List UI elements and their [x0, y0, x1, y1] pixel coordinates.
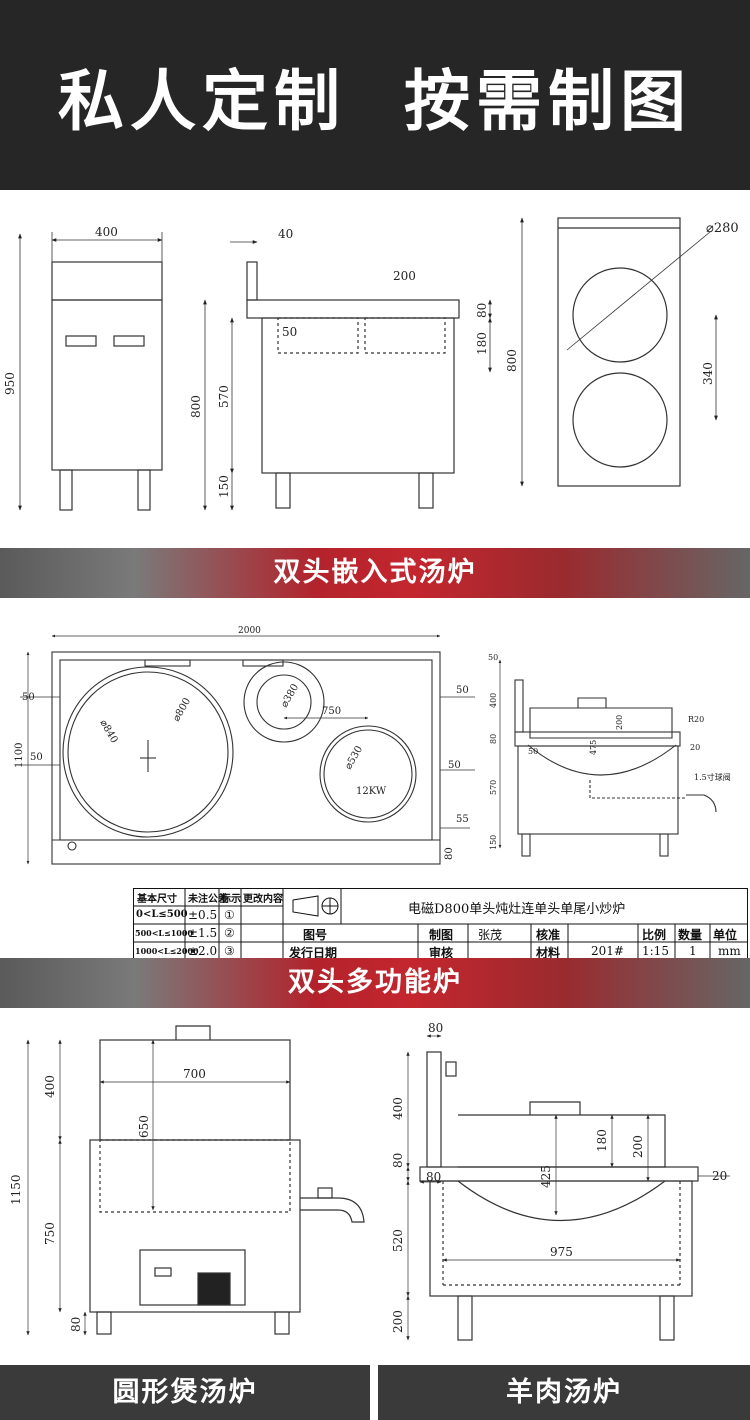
tbl-drawing-title: 电磁D800单头炖灶连单头单尾小炒炉 — [408, 902, 626, 917]
tbl-unit-label: 单位 — [713, 928, 738, 942]
dim-80: 80 — [475, 303, 489, 318]
mutton-dim-425: 425 — [539, 1165, 553, 1188]
mutton-dim-200: 200 — [391, 1310, 405, 1333]
dim-55: 55 — [456, 814, 469, 825]
tbl-r3-tol: ±2.0 — [188, 944, 218, 958]
dim-80-plan: 80 — [444, 847, 455, 860]
section2-drawings: 2000 1100 50 50 50 50 55 80 750 ⌀840 ⌀80… — [14, 626, 731, 865]
tbl-material-label: 材料 — [536, 946, 561, 960]
side-dim-20: 20 — [690, 743, 700, 752]
dim-800-top: 800 — [505, 349, 519, 372]
tbl-qty: 1 — [689, 944, 697, 958]
tbl-review-label: 审核 — [429, 946, 454, 960]
dim-200: 200 — [393, 269, 416, 283]
mutton-dim-80: 80 — [391, 1153, 405, 1168]
tbl-h-change: 更改内容 — [243, 894, 283, 905]
tbl-r3-mark: ③ — [224, 944, 235, 958]
tbl-qty-label: 数量 — [678, 928, 703, 942]
tbl-r2-tol: ±1.5 — [188, 926, 218, 940]
dim-50-b: 50 — [30, 752, 43, 763]
tbl-r1-size: 0<L≤500 — [136, 909, 188, 920]
dim-800-circle: ⌀800 — [171, 696, 193, 723]
tbl-h-tol: 未注公差 — [188, 894, 228, 905]
tbl-h-basic: 基本尺寸 — [137, 894, 177, 905]
mutton-dim-400: 400 — [391, 1097, 405, 1120]
dim-280: ⌀280 — [706, 221, 739, 236]
dim-950: 950 — [3, 372, 17, 395]
mutton-dim-80-top: 80 — [428, 1021, 443, 1035]
tbl-check-label: 核准 — [536, 928, 561, 942]
round-dim-700: 700 — [183, 1067, 206, 1081]
dim-150: 150 — [217, 475, 231, 498]
title-block: 基本尺寸 未注公差 标示 更改内容 0<L≤500 ±0.5 ① 500<L≤1… — [133, 888, 748, 960]
side-dim-r20: R20 — [688, 715, 704, 724]
dim-400: 400 — [95, 225, 118, 239]
tbl-draw-label: 制图 — [429, 928, 454, 942]
round-dim-650: 650 — [137, 1115, 151, 1138]
tbl-r3-size: 1000<L≤2000 — [135, 946, 199, 956]
dim-840: ⌀840 — [97, 718, 119, 745]
mutton-dim-180: 180 — [595, 1129, 609, 1152]
side-dim-50b: 50 — [528, 747, 538, 756]
valve-label: 1.5寸球阀 — [694, 772, 731, 782]
side-dim-475: 475 — [589, 740, 598, 755]
round-dim-1150: 1150 — [9, 1174, 23, 1205]
dim-50-d: 50 — [448, 760, 461, 771]
section3-drawings: 1150 400 750 80 700 650 80 400 80 520 20… — [9, 1021, 730, 1341]
round-dim-80: 80 — [69, 1317, 83, 1332]
side-dim-400: 400 — [489, 693, 498, 708]
dim-800-side: 800 — [189, 395, 203, 418]
tbl-r1-tol: ±0.5 — [188, 908, 218, 922]
section1-banner: 双头嵌入式汤炉 — [0, 548, 750, 598]
tbl-drafter: 张茂 — [478, 928, 503, 942]
tbl-material: 201# — [591, 944, 624, 958]
mutton-dim-520: 520 — [391, 1229, 405, 1252]
header-title: 私人定制 按需制图 — [58, 63, 692, 140]
tbl-r2-mark: ② — [224, 926, 235, 940]
dim-40: 40 — [278, 227, 293, 241]
tbl-r2-size: 500<L≤1000 — [135, 928, 193, 938]
dim-50-a: 50 — [22, 692, 35, 703]
side-dim-150: 150 — [489, 835, 498, 850]
dim-750: 750 — [322, 706, 341, 717]
dim-570: 570 — [217, 385, 231, 408]
dim-2000: 2000 — [238, 626, 261, 636]
round-dim-750: 750 — [43, 1222, 57, 1245]
tbl-fig-no-label: 图号 — [303, 928, 328, 942]
section2-banner: 双头多功能炉 — [0, 958, 750, 1008]
power-label: 12KW — [356, 786, 387, 797]
mutton-dim-80-b: 80 — [426, 1170, 441, 1184]
dim-180: 180 — [475, 332, 489, 355]
dim-530: ⌀530 — [343, 744, 365, 771]
round-dim-400: 400 — [43, 1075, 57, 1098]
section1-drawings: 400 950 40 200 50 800 570 150 80 180 ⌀28… — [3, 217, 739, 511]
dim-380: ⌀380 — [279, 682, 301, 709]
side-dim-570: 570 — [489, 780, 498, 795]
side-dim-200: 200 — [615, 715, 624, 730]
dim-1100: 1100 — [14, 743, 25, 768]
tbl-unit: mm — [718, 944, 741, 958]
tbl-issue-date-label: 发行日期 — [289, 946, 338, 960]
mutton-dim-200-b: 200 — [631, 1135, 645, 1158]
dim-50: 50 — [282, 325, 297, 339]
tbl-r1-mark: ① — [224, 908, 235, 922]
section3-right-banner: 羊肉汤炉 — [378, 1365, 750, 1420]
dim-50-c: 50 — [456, 685, 469, 696]
mutton-dim-20: 20 — [712, 1169, 727, 1183]
dim-340: 340 — [701, 362, 715, 385]
tbl-scale-label: 比例 — [642, 928, 667, 942]
header-banner: 私人定制 按需制图 — [0, 0, 750, 190]
side-dim-80: 80 — [489, 734, 498, 744]
tbl-h-mark: 标示 — [221, 894, 241, 905]
mutton-dim-975: 975 — [550, 1245, 573, 1259]
section3-left-banner: 圆形煲汤炉 — [0, 1365, 370, 1420]
side-dim-50: 50 — [488, 653, 498, 662]
tbl-scale: 1:15 — [642, 944, 669, 958]
